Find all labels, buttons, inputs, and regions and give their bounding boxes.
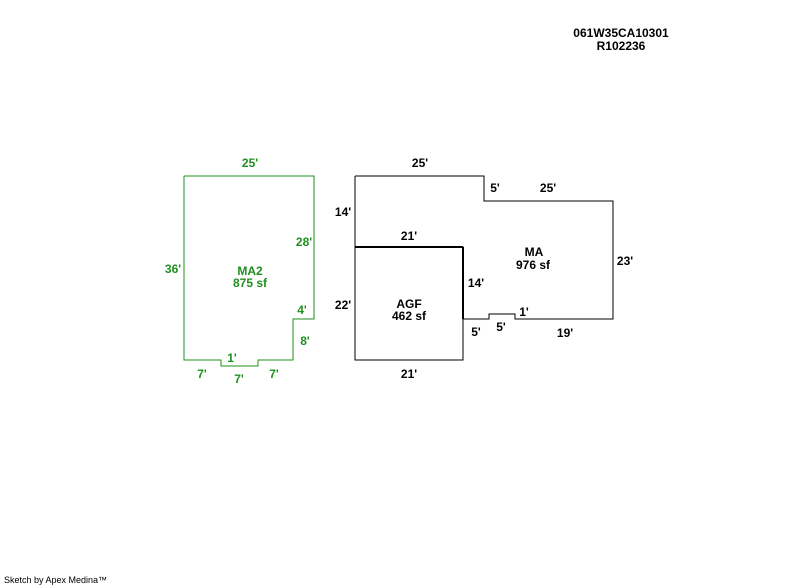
agf-top-dim: 21' bbox=[401, 229, 417, 243]
ma-step-dim: 5' bbox=[490, 181, 500, 195]
ma2-bottom-mid-dim: 7' bbox=[234, 372, 244, 386]
sketch-credit: Sketch by Apex Medina™ bbox=[4, 575, 108, 585]
parcel-id: 061W35CA10301 bbox=[573, 26, 669, 40]
ma-outline bbox=[355, 175, 614, 320]
ma-bottom-dim: 19' bbox=[557, 326, 573, 340]
agf-right-dim: 14' bbox=[468, 276, 484, 290]
ma-bump-left-dim: 5' bbox=[471, 325, 481, 339]
ma2-top-dim: 25' bbox=[242, 156, 258, 170]
ma2-outline bbox=[183, 175, 315, 367]
ma-right-dim: 23' bbox=[617, 254, 633, 268]
ma2-notch-width-dim: 4' bbox=[297, 303, 307, 317]
record-id: R102236 bbox=[596, 39, 646, 53]
ma-code: MA bbox=[525, 245, 544, 259]
agf-code: AGF bbox=[396, 297, 421, 311]
ma-top-dim: 25' bbox=[412, 156, 428, 170]
ma-bump-width-dim: 5' bbox=[496, 320, 506, 334]
ma2-code: MA2 bbox=[237, 264, 263, 278]
ma-top-right-dim: 25' bbox=[540, 181, 556, 195]
ma-left-dim: 14' bbox=[335, 205, 351, 219]
ma-bump-height-dim: 1' bbox=[519, 305, 529, 319]
ma2-bottom-left-dim: 7' bbox=[197, 367, 207, 381]
agf-area: 462 sf bbox=[392, 309, 427, 323]
ma-area: 976 sf bbox=[516, 258, 551, 272]
ma2-notch-height-dim: 8' bbox=[300, 334, 310, 348]
ma2-step-dim: 1' bbox=[227, 351, 237, 365]
ma2-right-dim: 28' bbox=[296, 235, 312, 249]
agf-left-dim: 22' bbox=[335, 298, 351, 312]
ma2-left-dim: 36' bbox=[165, 262, 181, 276]
ma2-bottom-right-dim: 7' bbox=[269, 367, 279, 381]
agf-bottom-dim: 21' bbox=[401, 367, 417, 381]
ma2-area: 875 sf bbox=[233, 276, 268, 290]
